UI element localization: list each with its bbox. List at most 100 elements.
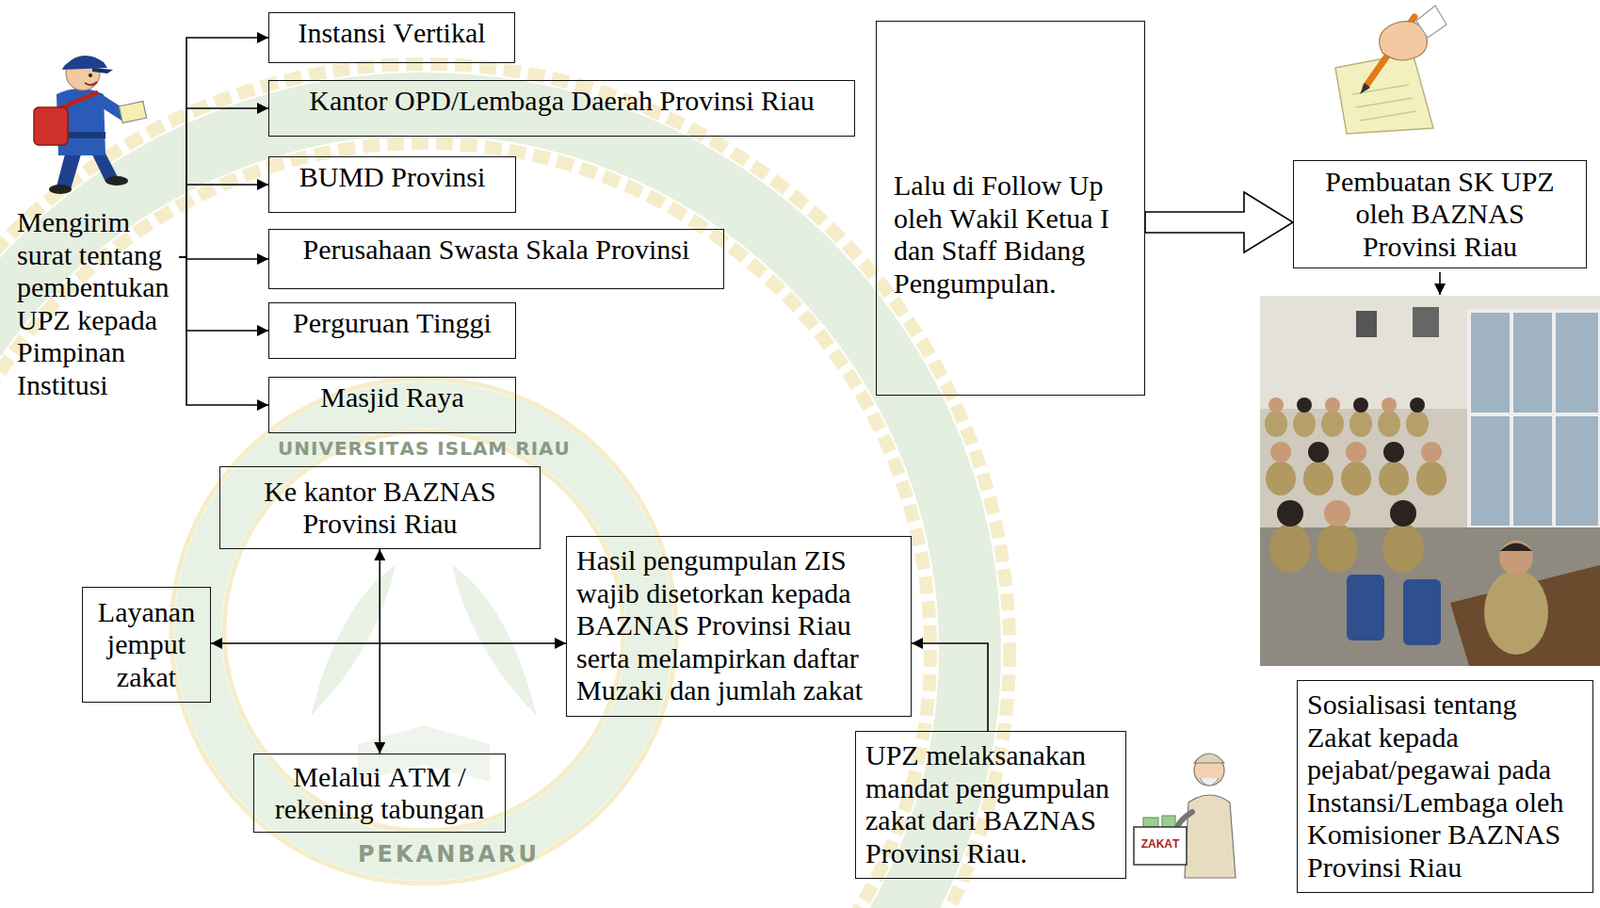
connector bbox=[178, 257, 269, 259]
zakat-donor-figure bbox=[1199, 777, 1219, 786]
node-text: Mengirim surat tentang pembentukan UPZ k… bbox=[16, 206, 179, 402]
watermark-emblem bbox=[0, 103, 970, 908]
node-text: Melalui ATM / rekening tabungan bbox=[264, 760, 496, 826]
postman-icon bbox=[92, 67, 114, 74]
meeting-photo bbox=[1406, 410, 1429, 437]
node-text: Layanan jemput zakat bbox=[95, 596, 199, 695]
zakat-donor-figure bbox=[1133, 826, 1187, 865]
watermark-text: PEKANBARU bbox=[357, 840, 540, 869]
meeting-photo bbox=[1321, 410, 1344, 437]
node-text: Kantor OPD/Lembaga Daerah Provinsi Riau bbox=[308, 84, 815, 118]
writing-hand-icon bbox=[1335, 5, 1447, 134]
process-box: Sosialisasi tentang Zakat kepada pejabat… bbox=[1296, 679, 1594, 893]
meeting-photo bbox=[1469, 310, 1600, 528]
meeting-photo bbox=[1416, 461, 1447, 496]
sender-note: Mengirim surat tentang pembentukan UPZ k… bbox=[16, 206, 179, 402]
connector bbox=[210, 642, 566, 645]
meeting-photo bbox=[1324, 500, 1351, 527]
writing-hand-icon bbox=[1416, 5, 1447, 38]
meeting-photo bbox=[1500, 543, 1533, 552]
postman-icon bbox=[62, 55, 108, 70]
meeting-photo bbox=[1412, 307, 1439, 338]
postman-icon bbox=[88, 73, 93, 78]
channel-box: Melalui ATM / rekening tabungan bbox=[253, 753, 506, 833]
node-text: Ke kantor BAZNAS Provinsi Riau bbox=[239, 475, 522, 541]
meeting-photo bbox=[1270, 441, 1292, 463]
node-text: Sosialisasi tentang Zakat kepada pejabat… bbox=[1307, 688, 1583, 884]
connector bbox=[178, 37, 269, 258]
meeting-photo bbox=[1268, 397, 1284, 413]
channel-box: Layanan jemput zakat bbox=[81, 586, 211, 703]
meeting-photo bbox=[1381, 397, 1397, 413]
meeting-photo bbox=[1403, 579, 1441, 646]
watermark-text: UNIVERSITAS ISLAM RIAU bbox=[277, 436, 571, 460]
postman-icon bbox=[33, 55, 147, 194]
meeting-photo bbox=[1346, 574, 1385, 641]
node-text: Masjid Raya bbox=[320, 381, 464, 415]
node-text: Pembuatan SK UPZ oleh BAZNAS Provinsi Ri… bbox=[1317, 165, 1563, 264]
watermark-emblem bbox=[0, 64, 1010, 908]
connector bbox=[378, 549, 381, 754]
process-box: Pembuatan SK UPZ oleh BAZNAS Provinsi Ri… bbox=[1292, 160, 1587, 269]
zakat-donor-figure bbox=[1194, 753, 1225, 763]
node-text: Instansi Vertikal bbox=[297, 16, 485, 50]
meeting-photo bbox=[1499, 540, 1534, 575]
meeting-photo bbox=[1260, 295, 1600, 666]
meeting-photo bbox=[1260, 295, 1600, 666]
postman-icon bbox=[118, 100, 146, 123]
block-arrow bbox=[1145, 192, 1293, 253]
meeting-photo bbox=[1377, 410, 1401, 437]
meeting-photo bbox=[1349, 410, 1373, 437]
node-text: Perguruan Tinggi bbox=[292, 307, 492, 340]
institution-box: Perusahaan Swasta Skala Provinsi bbox=[268, 228, 725, 290]
writing-hand-icon bbox=[1379, 21, 1428, 61]
connector bbox=[178, 184, 269, 258]
zakat-donor-figure bbox=[1133, 753, 1236, 878]
meeting-photo bbox=[1269, 523, 1311, 573]
postman-icon bbox=[56, 150, 81, 190]
meeting-photo bbox=[1551, 310, 1556, 528]
meeting-photo bbox=[1308, 441, 1329, 463]
meeting-photo bbox=[1421, 441, 1442, 463]
connector bbox=[178, 108, 269, 258]
postman-icon bbox=[33, 107, 68, 146]
process-box: Hasil pengumpulan ZIS wajib disetorkan k… bbox=[565, 535, 912, 717]
meeting-photo bbox=[1303, 461, 1334, 496]
watermark-emblem bbox=[224, 431, 624, 831]
meeting-photo bbox=[1378, 461, 1409, 496]
meeting-photo bbox=[1509, 310, 1514, 528]
meeting-photo bbox=[1341, 461, 1372, 496]
meeting-photo bbox=[1389, 500, 1417, 527]
watermark-emblem bbox=[310, 565, 396, 716]
institution-box: Masjid Raya bbox=[268, 376, 517, 434]
connector bbox=[178, 257, 269, 405]
watermark-emblem bbox=[0, 143, 931, 908]
meeting-photo bbox=[1409, 397, 1425, 413]
postman-icon bbox=[84, 81, 97, 85]
node-text: Hasil pengumpulan ZIS wajib disetorkan k… bbox=[576, 544, 892, 708]
channel-box: Ke kantor BAZNAS Provinsi Riau bbox=[219, 466, 541, 550]
meeting-photo bbox=[1325, 397, 1341, 413]
node-text: Lalu di Follow Up oleh Wakil Ketua I dan… bbox=[893, 169, 1116, 300]
connector bbox=[911, 643, 988, 731]
meeting-photo bbox=[1450, 565, 1600, 666]
meeting-photo bbox=[1316, 523, 1358, 573]
watermark-emblem bbox=[0, 64, 1010, 908]
institution-box: Instansi Vertikal bbox=[268, 12, 516, 64]
flow-arrow bbox=[1438, 272, 1441, 295]
node-text: BUMD Provinsi bbox=[299, 161, 486, 194]
meeting-photo bbox=[1265, 461, 1296, 496]
postman-icon bbox=[105, 176, 129, 186]
meeting-photo bbox=[1292, 410, 1316, 437]
meeting-photo bbox=[1469, 412, 1600, 417]
follow-up-box: Lalu di Follow Up oleh Wakil Ketua I dan… bbox=[875, 20, 1146, 396]
node-text: UPZ melaksanakan mandat pengumpulan zaka… bbox=[865, 739, 1116, 870]
meeting-photo bbox=[1260, 527, 1600, 666]
institution-box: Kantor OPD/Lembaga Daerah Provinsi Riau bbox=[268, 80, 856, 137]
institution-box: Perguruan Tinggi bbox=[268, 302, 517, 359]
box-label: ZAKAT bbox=[1133, 837, 1187, 851]
meeting-photo bbox=[1353, 397, 1369, 413]
